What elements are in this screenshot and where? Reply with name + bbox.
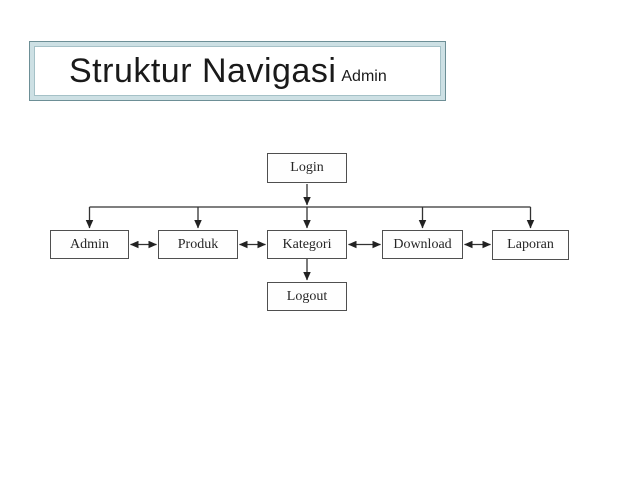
node-produk: Produk bbox=[158, 230, 238, 259]
title-box: Struktur Navigasi Admin bbox=[29, 41, 446, 101]
node-logout: Logout bbox=[267, 282, 347, 311]
title-inner-frame: Struktur Navigasi Admin bbox=[34, 46, 441, 96]
slide-title-suffix: Admin bbox=[341, 68, 387, 85]
slide-title: Struktur Navigasi bbox=[69, 51, 337, 90]
node-admin: Admin bbox=[50, 230, 129, 259]
node-download: Download bbox=[382, 230, 463, 259]
node-kategori: Kategori bbox=[267, 230, 347, 259]
node-laporan: Laporan bbox=[492, 230, 569, 260]
node-login: Login bbox=[267, 153, 347, 183]
